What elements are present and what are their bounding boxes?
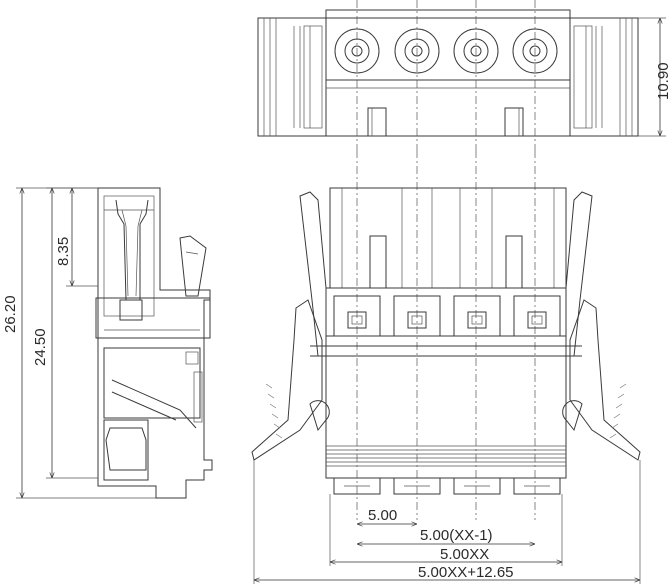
top-left-latch: [257, 17, 327, 137]
front-view: 5.00 5.00(XX-1) 5.00XX 5.00XX+12.65: [251, 150, 641, 584]
top-screw-holes: [334, 28, 558, 74]
dim-side-body-height: 24.50: [32, 328, 49, 366]
top-center-body: [325, 9, 571, 137]
front-cavities: [333, 295, 561, 337]
dim-pitch: 5.00: [368, 507, 397, 524]
dim-overall-width: 5.00XX+12.65: [418, 564, 514, 581]
dim-side-total-height: 26.20: [2, 295, 19, 333]
front-upper-body: [329, 187, 567, 289]
dim-top-height: 10.90: [655, 62, 672, 100]
side-view: 26.20 24.50 8.35: [2, 187, 213, 499]
dim-pitch-span: 5.00(XX-1): [420, 527, 493, 544]
dim-side-pitch-upper: 8.35: [55, 237, 72, 266]
front-main-body: [325, 287, 567, 479]
dim-body-width: 5.00XX: [440, 546, 489, 563]
front-right-latch: [562, 191, 641, 461]
top-right-latch: [569, 17, 639, 137]
top-view: 10.90: [257, 0, 672, 150]
front-left-latch: [251, 191, 330, 461]
